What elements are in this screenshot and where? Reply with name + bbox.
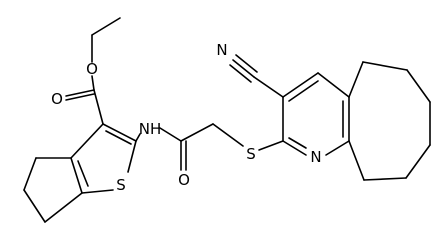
- bond: [91, 75, 95, 91]
- bond: [282, 140, 307, 156]
- chemical-structure-diagram: O O S NH O S N N: [23, 17, 431, 223]
- atom-labels: O O S NH O S N N: [51, 41, 322, 194]
- bond: [91, 17, 121, 36]
- bond: [348, 61, 364, 98]
- bond: [70, 157, 83, 194]
- bond: [405, 144, 431, 179]
- atom-label-amide-oxygen: O: [178, 171, 190, 189]
- bond: [325, 140, 350, 156]
- atom-label-pyridine-nitrogen: N: [310, 148, 321, 166]
- bond: [362, 61, 408, 71]
- bond: [44, 192, 83, 223]
- molecule-drawing: O O S NH O S N N: [23, 17, 431, 223]
- bond: [232, 59, 255, 78]
- atom-label-amide-nh: NH: [139, 120, 162, 138]
- bond: [65, 93, 95, 101]
- atom-label-thioether-sulfur: S: [246, 145, 256, 163]
- bond: [77, 160, 89, 187]
- bond: [288, 137, 307, 149]
- atom-label-ester-oxygen: O: [86, 60, 98, 78]
- bond: [105, 130, 132, 145]
- bond: [70, 123, 104, 159]
- bond: [235, 54, 258, 73]
- atom-label-thiophene-sulfur: S: [116, 176, 126, 194]
- bond: [363, 177, 407, 181]
- atom-label-nitrile-nitrogen: N: [216, 41, 227, 59]
- bond: [317, 72, 350, 98]
- bond: [23, 189, 46, 223]
- bond: [348, 140, 365, 181]
- bond: [159, 127, 182, 142]
- bonds: [23, 17, 431, 223]
- bond: [102, 123, 137, 142]
- bond: [406, 69, 431, 103]
- bond: [93, 89, 104, 125]
- bond: [65, 89, 95, 97]
- bond: [180, 123, 214, 142]
- bond: [229, 64, 252, 83]
- bond: [212, 123, 244, 147]
- bond: [135, 133, 141, 142]
- bond: [258, 140, 284, 151]
- bond: [127, 140, 137, 173]
- bond: [23, 157, 37, 191]
- bond: [253, 76, 284, 98]
- atom-label-carbonyl-oxygen: O: [51, 90, 63, 108]
- bond: [282, 72, 319, 98]
- bond: [288, 80, 319, 102]
- bond: [81, 189, 114, 194]
